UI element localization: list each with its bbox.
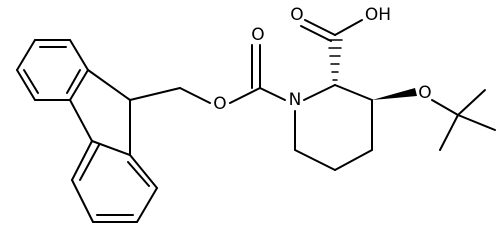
carbamate-linker bbox=[129, 44, 286, 104]
bond bbox=[66, 69, 81, 94]
bond bbox=[129, 87, 181, 101]
bond bbox=[16, 39, 36, 71]
bond bbox=[303, 84, 336, 101]
bond bbox=[334, 19, 363, 36]
bond bbox=[69, 99, 93, 142]
carboxylic-acid bbox=[300, 19, 363, 81]
bond bbox=[334, 84, 373, 101]
piperidine-ring bbox=[294, 84, 373, 171]
bond bbox=[179, 87, 211, 104]
bond bbox=[69, 69, 89, 101]
bond bbox=[439, 114, 459, 151]
atom-label-oh: OH bbox=[365, 5, 391, 25]
bond bbox=[16, 69, 36, 101]
bond bbox=[304, 19, 336, 36]
fluorenyl-group bbox=[16, 39, 158, 223]
bond bbox=[79, 144, 100, 181]
atom-label-o: O bbox=[290, 5, 303, 25]
atom-label-o: O bbox=[213, 94, 226, 114]
hashed-wedge-bond bbox=[327, 39, 343, 81]
bond bbox=[136, 187, 158, 223]
bond bbox=[259, 87, 286, 101]
bond bbox=[71, 140, 93, 181]
bond bbox=[300, 25, 332, 42]
bond bbox=[431, 99, 459, 116]
bond bbox=[127, 161, 150, 187]
bond bbox=[129, 154, 158, 189]
bond bbox=[91, 140, 131, 156]
bond bbox=[457, 89, 486, 116]
atom-label-o: O bbox=[418, 83, 431, 103]
bond bbox=[294, 149, 336, 171]
bond bbox=[69, 39, 89, 71]
atom-label-o: O bbox=[251, 25, 264, 45]
bond bbox=[23, 69, 39, 94]
bond bbox=[334, 149, 373, 171]
atom-label-n: N bbox=[289, 90, 302, 110]
tert-butoxy-group bbox=[372, 88, 496, 151]
wedge-bond bbox=[372, 88, 417, 100]
bond bbox=[229, 87, 261, 104]
bond bbox=[87, 69, 131, 101]
bond bbox=[71, 179, 94, 223]
bond bbox=[457, 114, 496, 131]
